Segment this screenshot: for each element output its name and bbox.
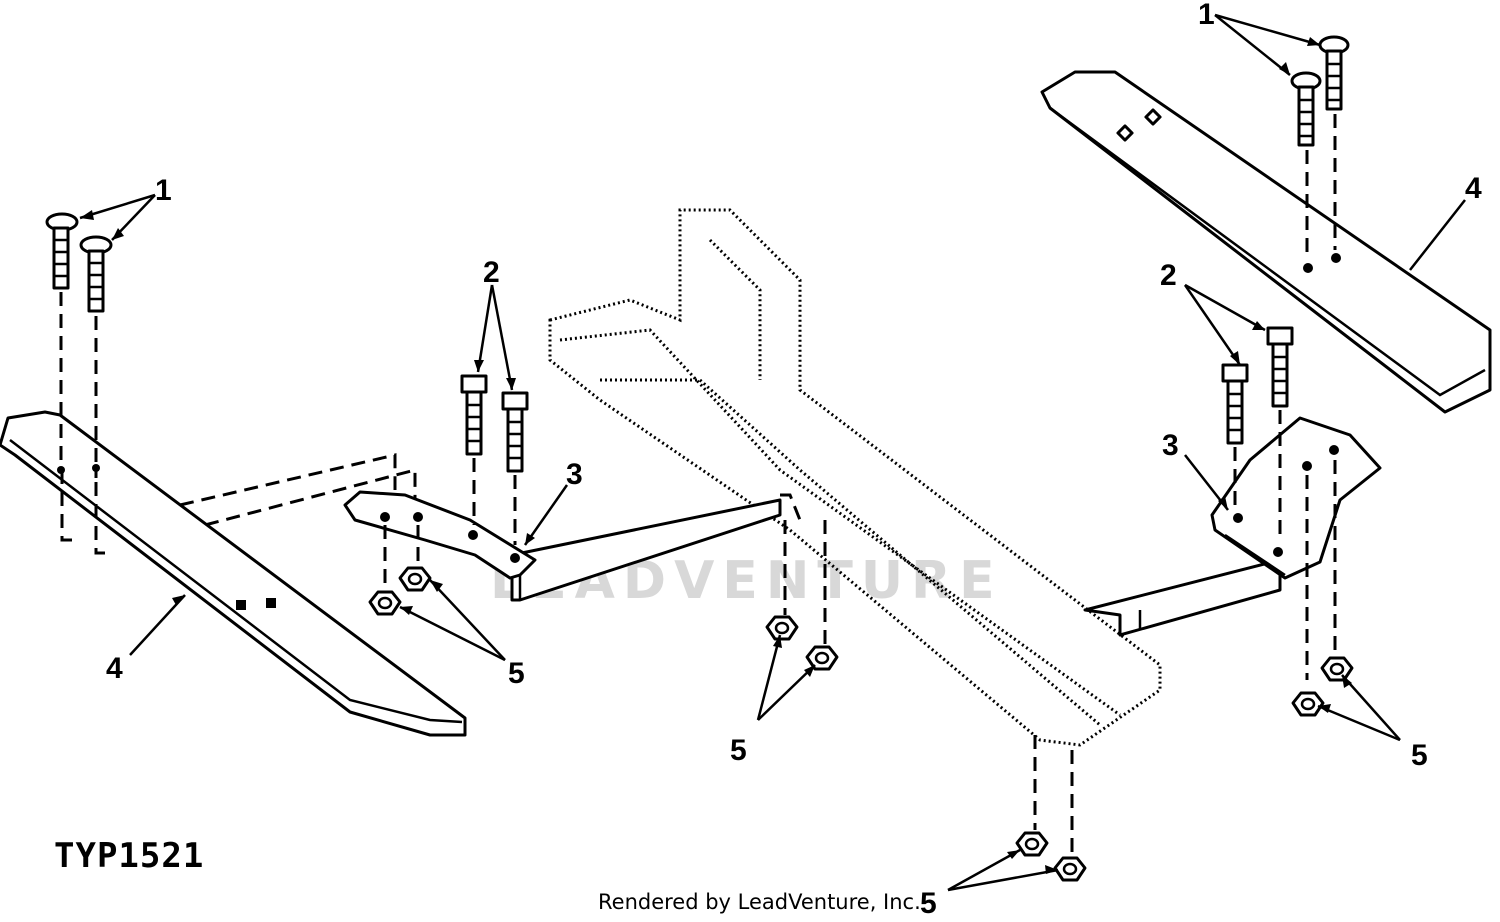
callout-5-middle: 5 bbox=[730, 734, 747, 767]
right-mounting-plate bbox=[1210, 416, 1382, 580]
callout-4-right: 4 bbox=[1465, 172, 1482, 205]
left-mount-frame-lines bbox=[179, 453, 802, 602]
callout-labels: 1 1 2 2 3 3 4 4 5 5 5 5 bbox=[106, 0, 1482, 920]
left-hex-bolts bbox=[460, 374, 529, 545]
callout-3-left: 3 bbox=[566, 458, 583, 491]
tractor-frame-phantom bbox=[548, 208, 1162, 747]
callout-2-left: 2 bbox=[483, 256, 500, 289]
callout-5-right: 5 bbox=[1411, 739, 1428, 772]
callout-1-right: 1 bbox=[1198, 0, 1215, 31]
right-carriage-bolts bbox=[1290, 35, 1350, 260]
render-credit: Rendered by LeadVenture, Inc. bbox=[598, 890, 921, 914]
callout-5-bottom: 5 bbox=[920, 887, 937, 920]
right-skid-bar bbox=[1040, 70, 1492, 414]
left-mounting-plate bbox=[343, 490, 537, 580]
figure-code: TYP1521 bbox=[54, 836, 205, 876]
callout-1-left: 1 bbox=[155, 174, 172, 207]
callout-4-left: 4 bbox=[106, 652, 123, 685]
callout-2-right: 2 bbox=[1160, 259, 1177, 292]
left-carriage-bolts bbox=[45, 212, 113, 478]
hex-nuts bbox=[368, 566, 1354, 882]
arrowheads bbox=[80, 37, 1352, 874]
right-hex-bolts bbox=[1221, 326, 1294, 540]
left-skid-bar bbox=[0, 410, 467, 737]
right-mount-frame-lines bbox=[1083, 558, 1282, 637]
callout-3-right: 3 bbox=[1162, 429, 1179, 462]
leader-lines bbox=[79, 13, 1466, 892]
callout-5-left: 5 bbox=[508, 657, 525, 690]
